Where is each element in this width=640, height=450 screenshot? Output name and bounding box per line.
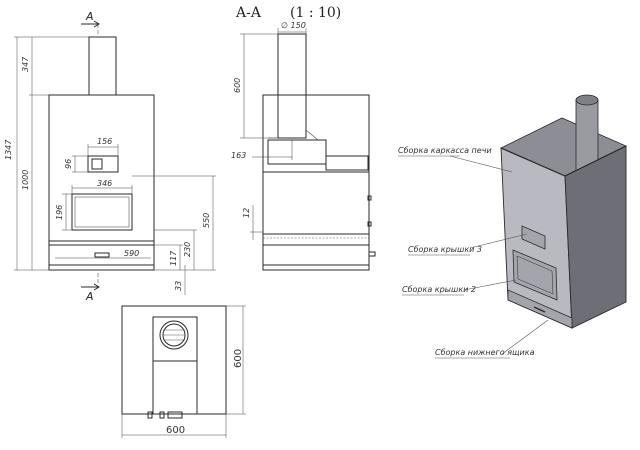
dim-196: 196 [55, 205, 64, 220]
dim-12: 12 [242, 208, 251, 218]
section-handle [368, 251, 376, 257]
dim-156: 156 [97, 137, 112, 146]
iso-drawer-handle [533, 306, 546, 313]
section-cone-right [305, 129, 319, 141]
front-small-door-window [91, 158, 103, 170]
section-drawer [262, 244, 370, 266]
iso-small-door [521, 225, 546, 250]
section-scale: (1 : 10) [290, 5, 341, 21]
dim-96: 96 [64, 159, 73, 169]
section-marker-bottom: A [85, 290, 94, 303]
dim-590: 590 [124, 249, 139, 258]
section-marker-top: A [85, 10, 94, 23]
section-base [262, 264, 370, 271]
front-chimney [88, 36, 117, 96]
front-big-door-inner [74, 196, 130, 228]
isometric-view: Сборка каркасса печи Сборка крышки 3 Сбо… [398, 94, 627, 359]
iso-pipe-top [575, 94, 599, 106]
top-lug-left [147, 411, 153, 419]
front-base [48, 264, 155, 271]
iso-side-face [564, 145, 627, 329]
dim-150: ∅ 150 [281, 21, 306, 30]
label-cover3: Сборка крышки 3 [408, 245, 482, 254]
front-body [48, 94, 155, 246]
top-lug-mid [159, 411, 165, 419]
dim-1347: 1347 [4, 139, 13, 160]
top-pipe-outer [159, 320, 189, 350]
front-drawer-handle [94, 252, 110, 258]
front-view: A A 1347 347 1000 [4, 10, 216, 303]
dim-600-width: 600 [166, 425, 185, 436]
dim-600-height: 600 [233, 349, 244, 368]
section-arrow-head-bottom [93, 283, 100, 291]
dim-600-side: 600 [233, 78, 242, 93]
dim-230: 230 [183, 242, 192, 257]
section-lug-2 [367, 221, 372, 227]
section-view: A-A (1 : 10) ∅ 150 600 163 [231, 5, 376, 271]
dim-346: 346 [97, 179, 112, 188]
section-arrow-head-top [93, 20, 100, 28]
section-smokebox [267, 139, 327, 165]
section-title: A-A [235, 5, 262, 21]
top-body [121, 305, 227, 415]
top-handle [167, 411, 183, 419]
iso-big-door [512, 249, 558, 301]
label-cover2: Сборка крышки 2 [402, 285, 476, 294]
label-drawer: Сборка нижнего ящика [435, 348, 535, 357]
top-flue [152, 360, 198, 415]
iso-big-door-inner [516, 255, 554, 295]
label-frame: Сборка каркасса печи [398, 146, 492, 155]
dim-33: 33 [174, 281, 183, 291]
dim-117: 117 [169, 250, 178, 266]
dim-1000: 1000 [21, 170, 30, 190]
leader-drawer [501, 319, 549, 355]
dim-550: 550 [202, 213, 211, 228]
section-flue [325, 155, 369, 171]
iso-top-rim [500, 145, 627, 177]
dim-347: 347 [21, 56, 30, 72]
front-small-door [87, 155, 119, 173]
section-pipe [277, 33, 307, 139]
section-lug-1 [367, 195, 372, 201]
front-big-door [71, 193, 133, 231]
leader-cover2 [463, 279, 517, 291]
leader-frame [449, 155, 513, 173]
top-view: 600 600 [121, 305, 246, 438]
dim-163: 163 [231, 151, 246, 160]
leader-cover3 [469, 233, 528, 249]
